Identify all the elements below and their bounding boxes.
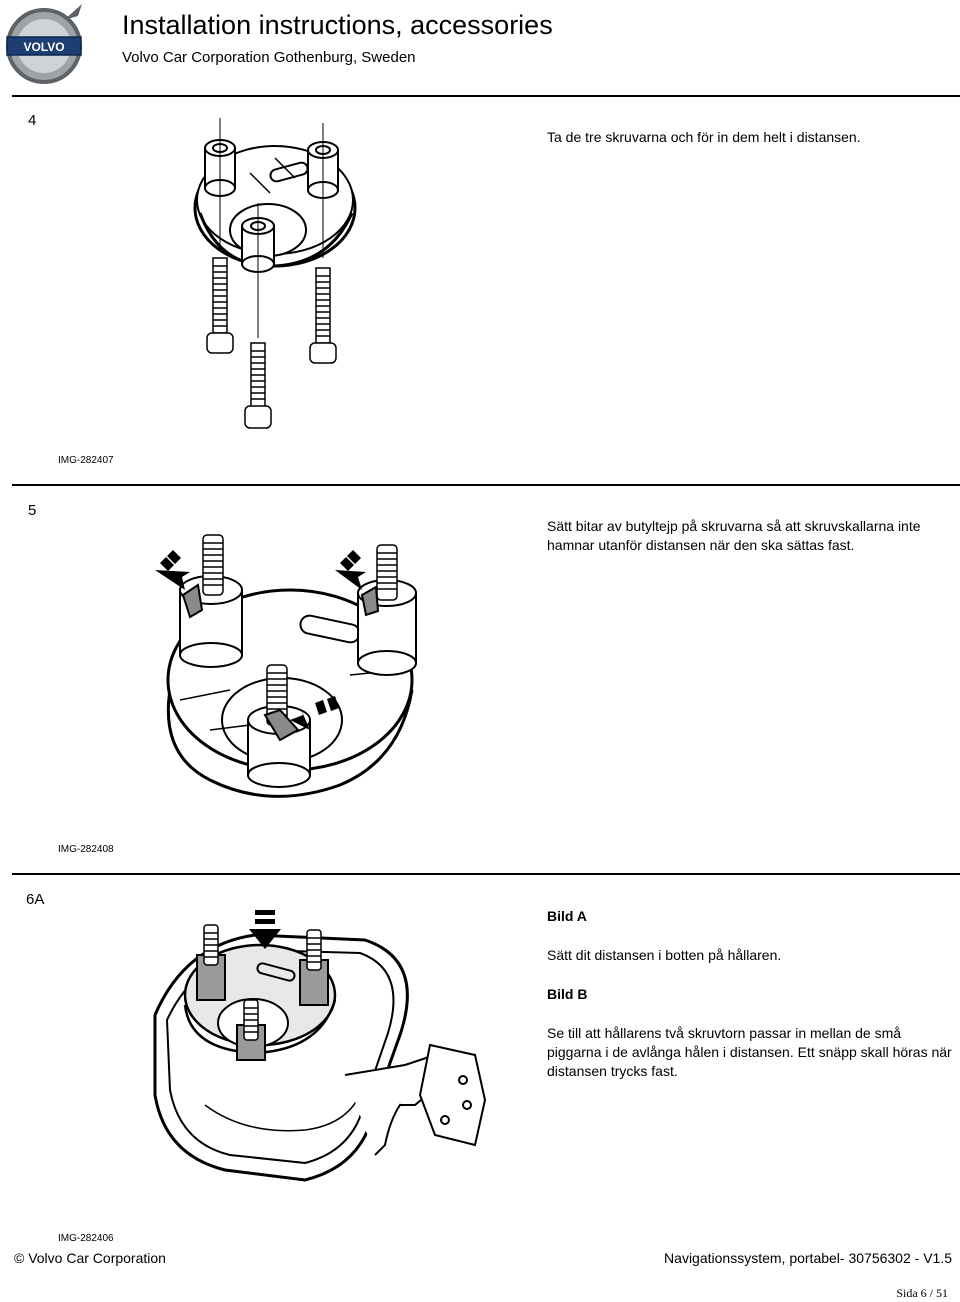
- footer-copyright: © Volvo Car Corporation: [14, 1250, 166, 1266]
- image-id-caption: IMG-282407: [58, 455, 114, 466]
- logo-wordmark: VOLVO: [23, 40, 64, 54]
- step-instruction: Ta de tre skruvarna och för in dem helt …: [547, 128, 952, 147]
- footer-document-reference: Navigationssystem, portabel- 30756302 - …: [664, 1250, 952, 1266]
- image-id-caption: IMG-282408: [58, 844, 114, 855]
- figure-a-text: Sätt dit distansen i botten på hållaren.: [547, 947, 782, 963]
- step-divider: [12, 873, 960, 875]
- spacer-into-holder-illustration: [145, 905, 495, 1190]
- figure-b-heading: Bild B: [547, 986, 588, 1002]
- step-instruction-text: Sätt bitar av butyltejp på skruvarna så …: [547, 518, 921, 553]
- step-instruction-text: Ta de tre skruvarna och för in dem helt …: [547, 129, 861, 145]
- document-title: Installation instructions, accessories: [122, 10, 553, 40]
- volvo-logo: VOLVO: [2, 2, 86, 86]
- document-subtitle: Volvo Car Corporation Gothenburg, Sweden: [122, 49, 416, 66]
- step-number: 6A: [26, 891, 45, 908]
- step-number: 4: [28, 112, 37, 129]
- page-number: Sida 6 / 51: [896, 1286, 948, 1300]
- step-instruction: Bild A Sätt dit distansen i botten på hå…: [547, 907, 952, 1081]
- spacer-with-three-screws-illustration: [180, 118, 370, 438]
- figure-b-text: Se till att hållarens två skruvtorn pass…: [547, 1025, 952, 1079]
- step-divider: [12, 95, 960, 97]
- figure-a-heading: Bild A: [547, 908, 587, 924]
- spacer-with-butyl-tape-illustration: [150, 525, 430, 815]
- image-id-caption: IMG-282406: [58, 1233, 114, 1244]
- step-divider: [12, 484, 960, 486]
- step-instruction: Sätt bitar av butyltejp på skruvarna så …: [547, 517, 952, 555]
- step-number: 5: [28, 502, 37, 519]
